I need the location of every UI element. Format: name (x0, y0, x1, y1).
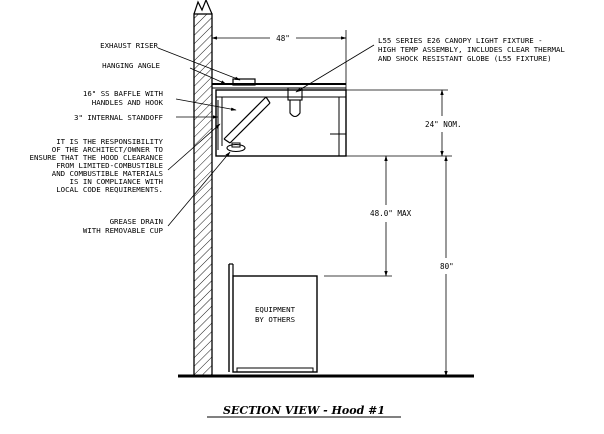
hood-body (215, 89, 347, 157)
light-fixture-note: L55 SERIES E26 CANOPY LIGHT FIXTURE - HI… (378, 36, 565, 63)
note-line-1: IT IS THE RESPONSIBILITY (56, 137, 163, 146)
label-baffle-2: HANDLES AND HOOK (92, 98, 164, 107)
responsibility-note: IT IS THE RESPONSIBILITY OF THE ARCHITEC… (30, 137, 164, 194)
note-line-6: IS IN COMPLIANCE WITH (70, 177, 163, 186)
fixture-line-1: L55 SERIES E26 CANOPY LIGHT FIXTURE - (378, 36, 543, 45)
equipment-label-1: EQUIPMENT (255, 305, 296, 314)
dimension-hood-height (346, 89, 452, 157)
note-line-7: LOCAL CODE REQUIREMENTS. (56, 185, 163, 194)
note-line-3: ENSURE THAT THE HOOD CLEARANCE (30, 153, 164, 162)
note-line-2: OF THE ARCHITECT/OWNER TO (52, 145, 164, 154)
label-hanging-angle: HANGING ANGLE (102, 61, 160, 70)
grease-drain (226, 142, 246, 153)
light-fixture (287, 87, 303, 118)
dimension-total-height (340, 155, 456, 377)
note-line-4: FROM LIMITED-COMBUSTIBLE (56, 161, 163, 170)
hanging-angle (212, 83, 346, 89)
fixture-line-2: HIGH TEMP ASSEMBLY, INCLUDES CLEAR THERM… (378, 45, 565, 54)
label-grease-drain-1: GREASE DRAIN (110, 217, 163, 226)
dimension-total-height-label: 80" (440, 262, 454, 271)
baffle (223, 96, 271, 144)
leader-lines (157, 44, 375, 227)
label-baffle-1: 16" SS BAFFLE WITH (83, 89, 163, 98)
label-standoff: 3" INTERNAL STANDOFF (74, 113, 164, 122)
dimension-width (211, 30, 347, 90)
dimension-hood-height-label: 24" NOM. (425, 120, 462, 129)
section-view-caption: SECTION VIEW - Hood #1 (223, 404, 385, 417)
fixture-line-3: AND SHOCK RESISTANT GLOBE (L55 FIXTURE) (378, 54, 552, 63)
equipment (228, 263, 318, 373)
wall (193, 0, 213, 377)
note-line-5: AND COMBUSTIBLE MATERIALS (52, 169, 163, 178)
dimension-clearance (324, 155, 392, 277)
label-exhaust-riser: EXHAUST RISER (100, 41, 158, 50)
equipment-label-2: BY OTHERS (255, 315, 295, 324)
dimension-width-label: 48" (276, 34, 290, 43)
dimension-clearance-label: 48.0" MAX (370, 209, 412, 218)
label-grease-drain-2: WITH REMOVABLE CUP (83, 226, 164, 235)
